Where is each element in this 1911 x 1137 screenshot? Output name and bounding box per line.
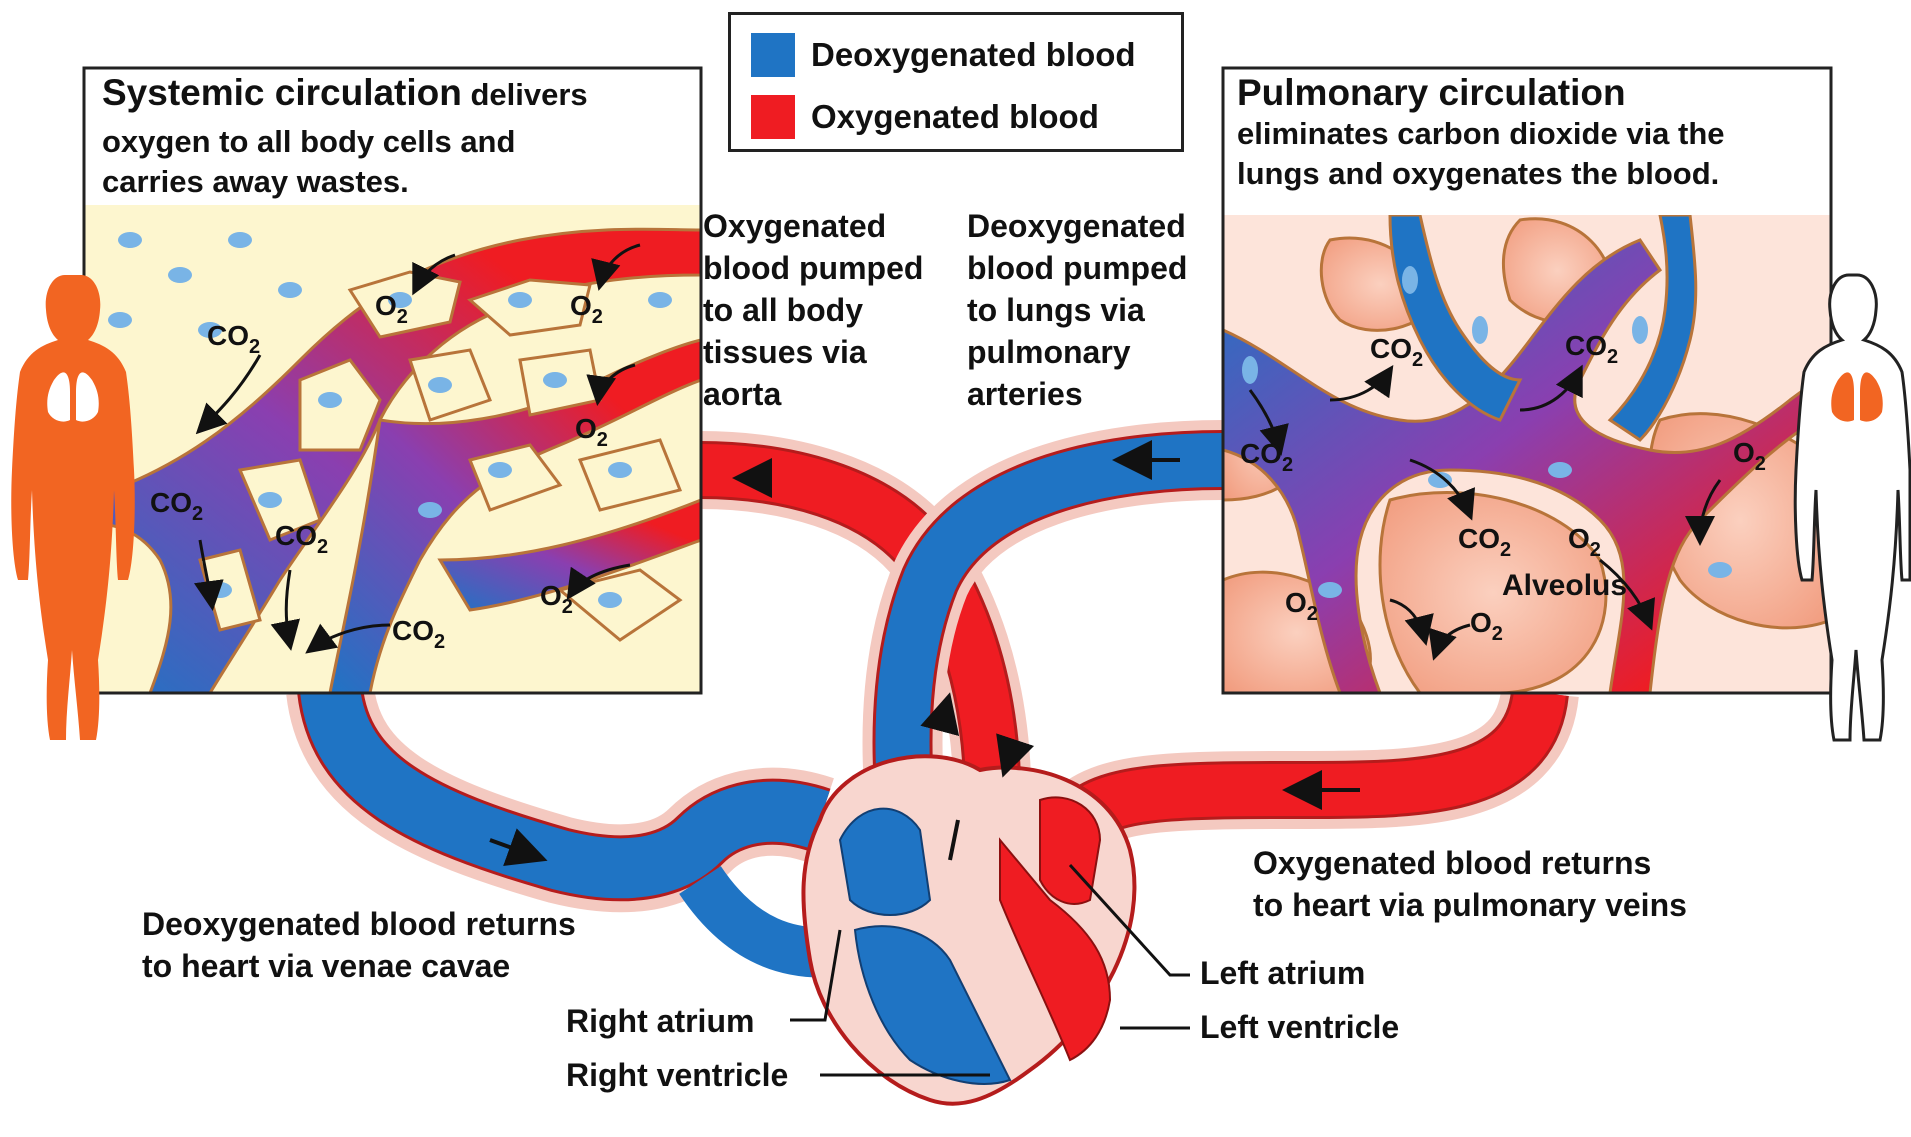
legend-label: Deoxygenated blood <box>811 36 1136 74</box>
legend-swatch-red <box>751 95 795 139</box>
venae-cavae-label: Deoxygenated blood returns to heart via … <box>142 903 576 987</box>
alveolus-label: Alveolus <box>1502 565 1627 607</box>
pulmonary-title: Pulmonary circulation <box>1237 72 1827 114</box>
pulmonary-veins-label: Oxygenated blood returns to heart via pu… <box>1253 842 1687 926</box>
legend-item-deoxygenated: Deoxygenated blood <box>751 33 1136 77</box>
pulmonary-arteries-label: Deoxygenated blood pumped to lungs via p… <box>967 205 1187 415</box>
right-atrium-label: Right atrium <box>566 1000 754 1042</box>
legend-item-oxygenated: Oxygenated blood <box>751 95 1099 139</box>
pulmonary-desc: eliminates carbon dioxide via the lungs … <box>1237 114 1827 194</box>
heart <box>803 756 1134 1104</box>
pulmonary-title-block: Pulmonary circulation eliminates carbon … <box>1237 72 1827 194</box>
systemic-desc-inline: delivers <box>462 77 588 112</box>
systemic-title: Systemic circulation <box>102 72 462 113</box>
legend: Deoxygenated blood Oxygenated blood <box>728 12 1184 152</box>
right-ventricle-label: Right ventricle <box>566 1054 788 1096</box>
systemic-desc: oxygen to all body cells and carries awa… <box>102 122 692 202</box>
legend-swatch-blue <box>751 33 795 77</box>
right-atrium-chamber <box>840 809 930 915</box>
left-atrium-label: Left atrium <box>1200 952 1365 994</box>
legend-label: Oxygenated blood <box>811 98 1099 136</box>
left-ventricle-label: Left ventricle <box>1200 1006 1399 1048</box>
aorta-label: Oxygenated blood pumped to all body tiss… <box>703 205 923 415</box>
systemic-title-block: Systemic circulation delivers oxygen to … <box>102 72 692 202</box>
